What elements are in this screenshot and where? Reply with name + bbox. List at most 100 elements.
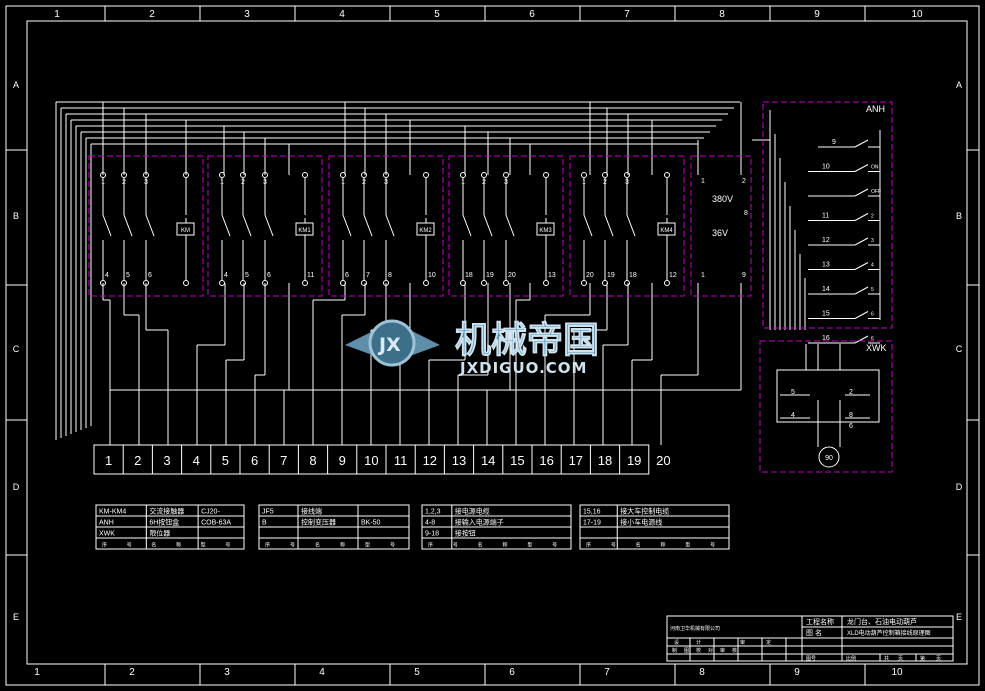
legend-footer-cell: 型 — [201, 542, 206, 549]
terminal-number: 13 — [452, 453, 466, 468]
contactor-group-box — [207, 155, 323, 297]
bottom-terminal — [340, 280, 346, 286]
top-terminal-label: 3 — [144, 179, 148, 186]
legend-footer-cell: 号 — [290, 543, 295, 549]
terminal-number: 15 — [510, 453, 524, 468]
xwk-terminal-label: 8 — [849, 412, 853, 419]
bottom-terminal-label: 18 — [629, 272, 637, 279]
terminal-number: 8 — [309, 453, 316, 468]
bottom-terminal-label: 20 — [586, 272, 594, 279]
top-terminal — [302, 172, 308, 178]
anh-row-number: 16 — [822, 335, 830, 342]
top-terminal-label: 3 — [504, 179, 508, 186]
anh-row-label: 2 — [871, 214, 874, 220]
bottom-terminal-label: 19 — [607, 272, 615, 279]
bottom-terminal-label: 7 — [366, 272, 370, 279]
bottom-terminal — [423, 280, 429, 286]
contact-blade — [385, 214, 395, 237]
bottom-terminal — [503, 280, 509, 286]
titleblock-cell: 审 — [740, 639, 745, 646]
column-label: 9 — [814, 9, 820, 20]
legend-cell: 4-8 — [425, 520, 435, 527]
contact-blade — [145, 214, 155, 237]
top-terminal — [460, 172, 466, 178]
bottom-terminal-label: 11 — [307, 272, 314, 279]
contact-blade — [363, 214, 373, 237]
anh-row-label: 6 — [871, 312, 874, 318]
legend-footer-cell: 称 — [176, 542, 181, 549]
top-terminal — [143, 172, 149, 178]
row-label: E — [956, 612, 962, 622]
column-label: 8 — [699, 667, 705, 678]
titleblock-cell: 图号 — [806, 656, 816, 662]
legend-cell: 15,16 — [583, 509, 601, 516]
watermark-url: JXDIGUO.COM — [459, 359, 587, 377]
legend-cell: 接线端 — [301, 507, 322, 516]
project-name: 龙门台、石油电动葫芦 — [847, 617, 917, 626]
bottom-terminal — [664, 280, 670, 286]
xwk-terminal-label: 4 — [791, 412, 795, 419]
bottom-terminal-label: 6 — [267, 272, 271, 279]
top-terminal-label: 3 — [625, 179, 629, 186]
anh-switch-blade — [854, 237, 869, 246]
legend-footer-cell: 序 — [265, 542, 270, 549]
top-terminal — [219, 172, 225, 178]
legend-cell: 1,2,3 — [425, 509, 441, 516]
coil-label: KM3 — [539, 228, 552, 234]
bottom-terminal-label: 18 — [465, 272, 473, 279]
column-label: 1 — [34, 667, 40, 678]
anh-row-number: 9 — [832, 139, 836, 146]
contactor-group-box — [448, 155, 564, 297]
legend-footer-cell: 号 — [552, 543, 557, 549]
top-terminal-label: 2 — [241, 179, 245, 186]
legend-footer-cell: 序 — [102, 542, 107, 549]
bottom-terminal-label: 13 — [548, 272, 556, 279]
coil-label: KM — [181, 228, 190, 234]
column-label: 9 — [794, 667, 800, 678]
transformer-primary-label: 380V — [712, 194, 733, 204]
legend-cell: 限位器 — [149, 529, 170, 538]
bottom-terminal-label: 4 — [224, 272, 228, 279]
transformer-secondary-label: 36V — [712, 228, 728, 238]
contact-blade — [583, 214, 593, 237]
top-terminal — [423, 172, 429, 178]
legend-cell: 控制变压器 — [301, 518, 336, 527]
top-terminal-label: 2 — [482, 179, 486, 186]
top-terminal-label: 2 — [122, 179, 126, 186]
top-terminal-label: 1 — [461, 179, 465, 186]
legend-footer-cell: 名 — [151, 542, 156, 549]
anh-row-label: ON — [871, 165, 879, 171]
legend-footer-cell: 名 — [636, 542, 641, 549]
terminal-number: 12 — [423, 453, 437, 468]
top-terminal-label: 1 — [582, 179, 586, 186]
bottom-terminal-label: 6 — [345, 272, 349, 279]
titleblock-cell: 核 — [732, 647, 737, 654]
top-terminal — [100, 172, 106, 178]
xwk-terminal-label: 2 — [849, 389, 853, 396]
bottom-terminal — [262, 280, 268, 286]
bottom-terminal-label: 8 — [388, 272, 392, 279]
top-terminal — [602, 172, 608, 178]
legend-cell: 9-18 — [425, 531, 439, 538]
wiring — [55, 101, 806, 445]
legend-cell: 接小车电源线 — [620, 518, 662, 527]
bottom-terminal — [383, 280, 389, 286]
terminal-number: 9 — [339, 453, 346, 468]
contactor-group-box — [88, 155, 204, 297]
terminal-number: 2 — [134, 453, 141, 468]
anh-row-label: 5 — [871, 287, 874, 293]
titleblock-cell: 制 — [672, 647, 677, 654]
top-terminal — [581, 172, 587, 178]
legend-footer-cell: 称 — [661, 542, 666, 549]
bottom-terminal — [460, 280, 466, 286]
terminal-number: 18 — [598, 453, 612, 468]
top-terminal-label: 1 — [220, 179, 224, 186]
bottom-terminal — [240, 280, 246, 286]
legend-cell: JF5 — [262, 509, 274, 516]
bottom-terminal — [624, 280, 630, 286]
bottom-terminal — [183, 280, 189, 286]
terminal-number: 20 — [656, 453, 670, 468]
contact-blade — [505, 214, 515, 237]
legend-cell: 接电源电缆 — [455, 507, 490, 516]
anh-switch-blade — [854, 335, 869, 344]
